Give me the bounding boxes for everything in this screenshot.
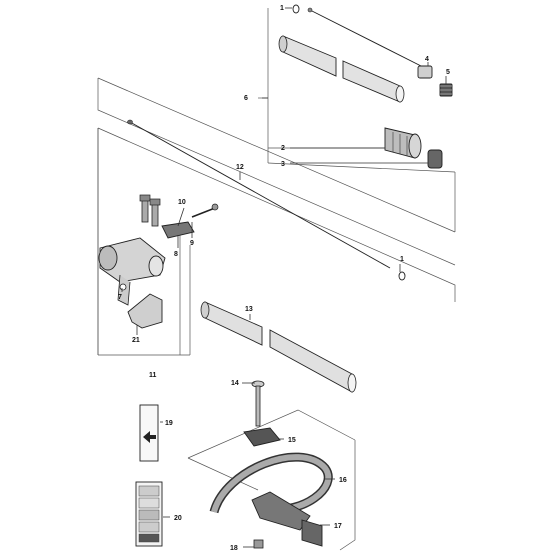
clamp-screw [191,203,219,218]
callout-2: 2 [281,145,285,152]
callout-11: 11 [149,372,157,379]
washer-top [292,4,300,14]
washer-mid [398,271,406,281]
drive-shaft-upper [307,7,426,69]
callout-12: 12 [236,164,244,171]
handle-knob [243,427,281,447]
shaft-clamp [98,237,166,306]
callout-4: 4 [425,56,429,63]
shaft-coupling [417,65,433,79]
clamp-nut [161,221,195,239]
gear-pinion [439,83,453,97]
warning-decal [135,481,163,547]
protective-tube [200,301,357,393]
callout-14: 14 [231,380,239,387]
callout-17: 17 [334,523,342,530]
bearing-cap [427,149,443,169]
handle-barrier-clip [301,519,323,547]
callout-labels: 1 4 5 6 2 3 12 10 9 8 1 7 13 21 11 14 19… [118,5,450,552]
arrow-decal [139,404,159,462]
callout-19: 19 [165,420,173,427]
callout-16: 16 [339,477,347,484]
callout-10: 10 [178,199,186,206]
clamp-bracket [127,293,163,329]
leader-lines [121,7,447,548]
handle-assembly-outline [187,409,356,551]
upper-assembly-outline [97,77,456,356]
callout-8: 8 [174,251,178,258]
shaft-tube-upper [278,35,405,103]
small-nut [119,283,127,291]
callout-18: 18 [230,545,238,552]
clamp-bolts [139,194,161,227]
callout-15: 15 [288,437,296,444]
callout-21: 21 [132,337,140,344]
loop-handle [209,452,333,531]
handle-bolt [251,380,265,427]
callout-5: 5 [446,69,450,76]
callout-7: 7 [118,294,122,301]
callout-20: 20 [174,515,182,522]
callout-6: 6 [244,95,248,102]
drive-shaft-long [127,119,391,269]
callout-1-mid: 1 [400,256,404,263]
callout-9: 9 [190,240,194,247]
callout-1-top: 1 [280,5,284,12]
top-shaft-bracket [258,8,456,173]
bearing-housing [384,127,422,159]
callout-13: 13 [245,306,253,313]
handle-nut [253,539,264,549]
callout-3: 3 [281,161,285,168]
